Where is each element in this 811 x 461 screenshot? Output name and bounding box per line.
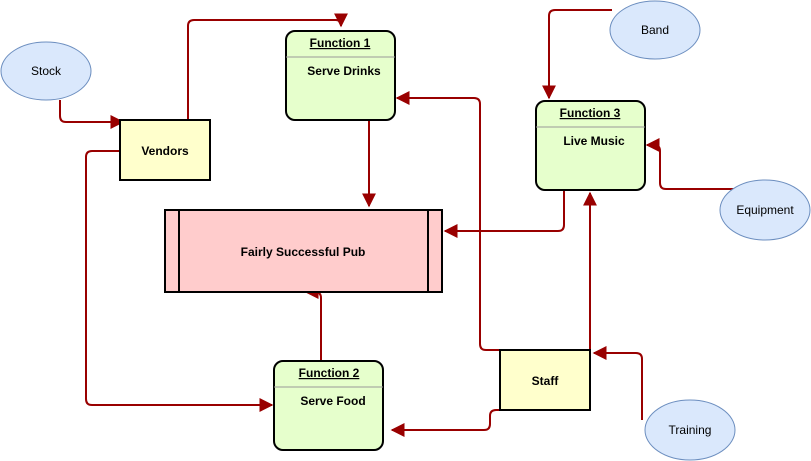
edge-band-to-function3 <box>542 9 612 100</box>
process-pub[interactable]: Fairly Successful Pub <box>164 209 443 293</box>
external-equipment[interactable]: Equipment <box>719 179 811 241</box>
entity-vendors-label: Vendors <box>141 144 189 158</box>
external-training[interactable]: Training <box>644 399 736 461</box>
edge-function3-to-pub <box>443 190 565 238</box>
function-2-box[interactable]: Function 2 Serve Food <box>273 360 384 451</box>
external-stock[interactable]: Stock <box>0 41 92 101</box>
process-pub-label: Fairly Successful Pub <box>241 245 366 259</box>
edge-vendors-to-function1 <box>187 13 348 120</box>
edge-function2-to-pub <box>304 285 322 360</box>
entity-staff[interactable]: Staff <box>499 349 591 411</box>
edge-vendors-to-function2 <box>85 150 274 412</box>
function-3-title: Function 3 <box>560 106 621 120</box>
external-band[interactable]: Band <box>609 0 701 60</box>
entity-staff-label: Staff <box>532 374 560 388</box>
external-stock-label: Stock <box>31 64 62 78</box>
edge-stock-to-vendors <box>59 100 125 129</box>
edge-equipment-to-function3 <box>645 138 735 190</box>
function-2-title: Function 2 <box>299 366 360 380</box>
function-3-box[interactable]: Function 3 Live Music <box>535 100 646 191</box>
function-1-label: Serve Drinks <box>307 64 381 78</box>
edge-staff-to-function1 <box>395 91 500 351</box>
external-training-label: Training <box>669 423 712 437</box>
external-equipment-label: Equipment <box>736 203 794 217</box>
function-3-label: Live Music <box>563 134 625 148</box>
function-1-title: Function 1 <box>310 36 371 50</box>
edge-staff-to-function2 <box>390 409 520 437</box>
function-2-label: Serve Food <box>300 394 365 408</box>
external-band-label: Band <box>641 23 669 37</box>
entity-vendors[interactable]: Vendors <box>119 119 211 181</box>
function-1-box[interactable]: Function 1 Serve Drinks <box>285 30 396 121</box>
edge-training-to-staff <box>592 346 643 420</box>
